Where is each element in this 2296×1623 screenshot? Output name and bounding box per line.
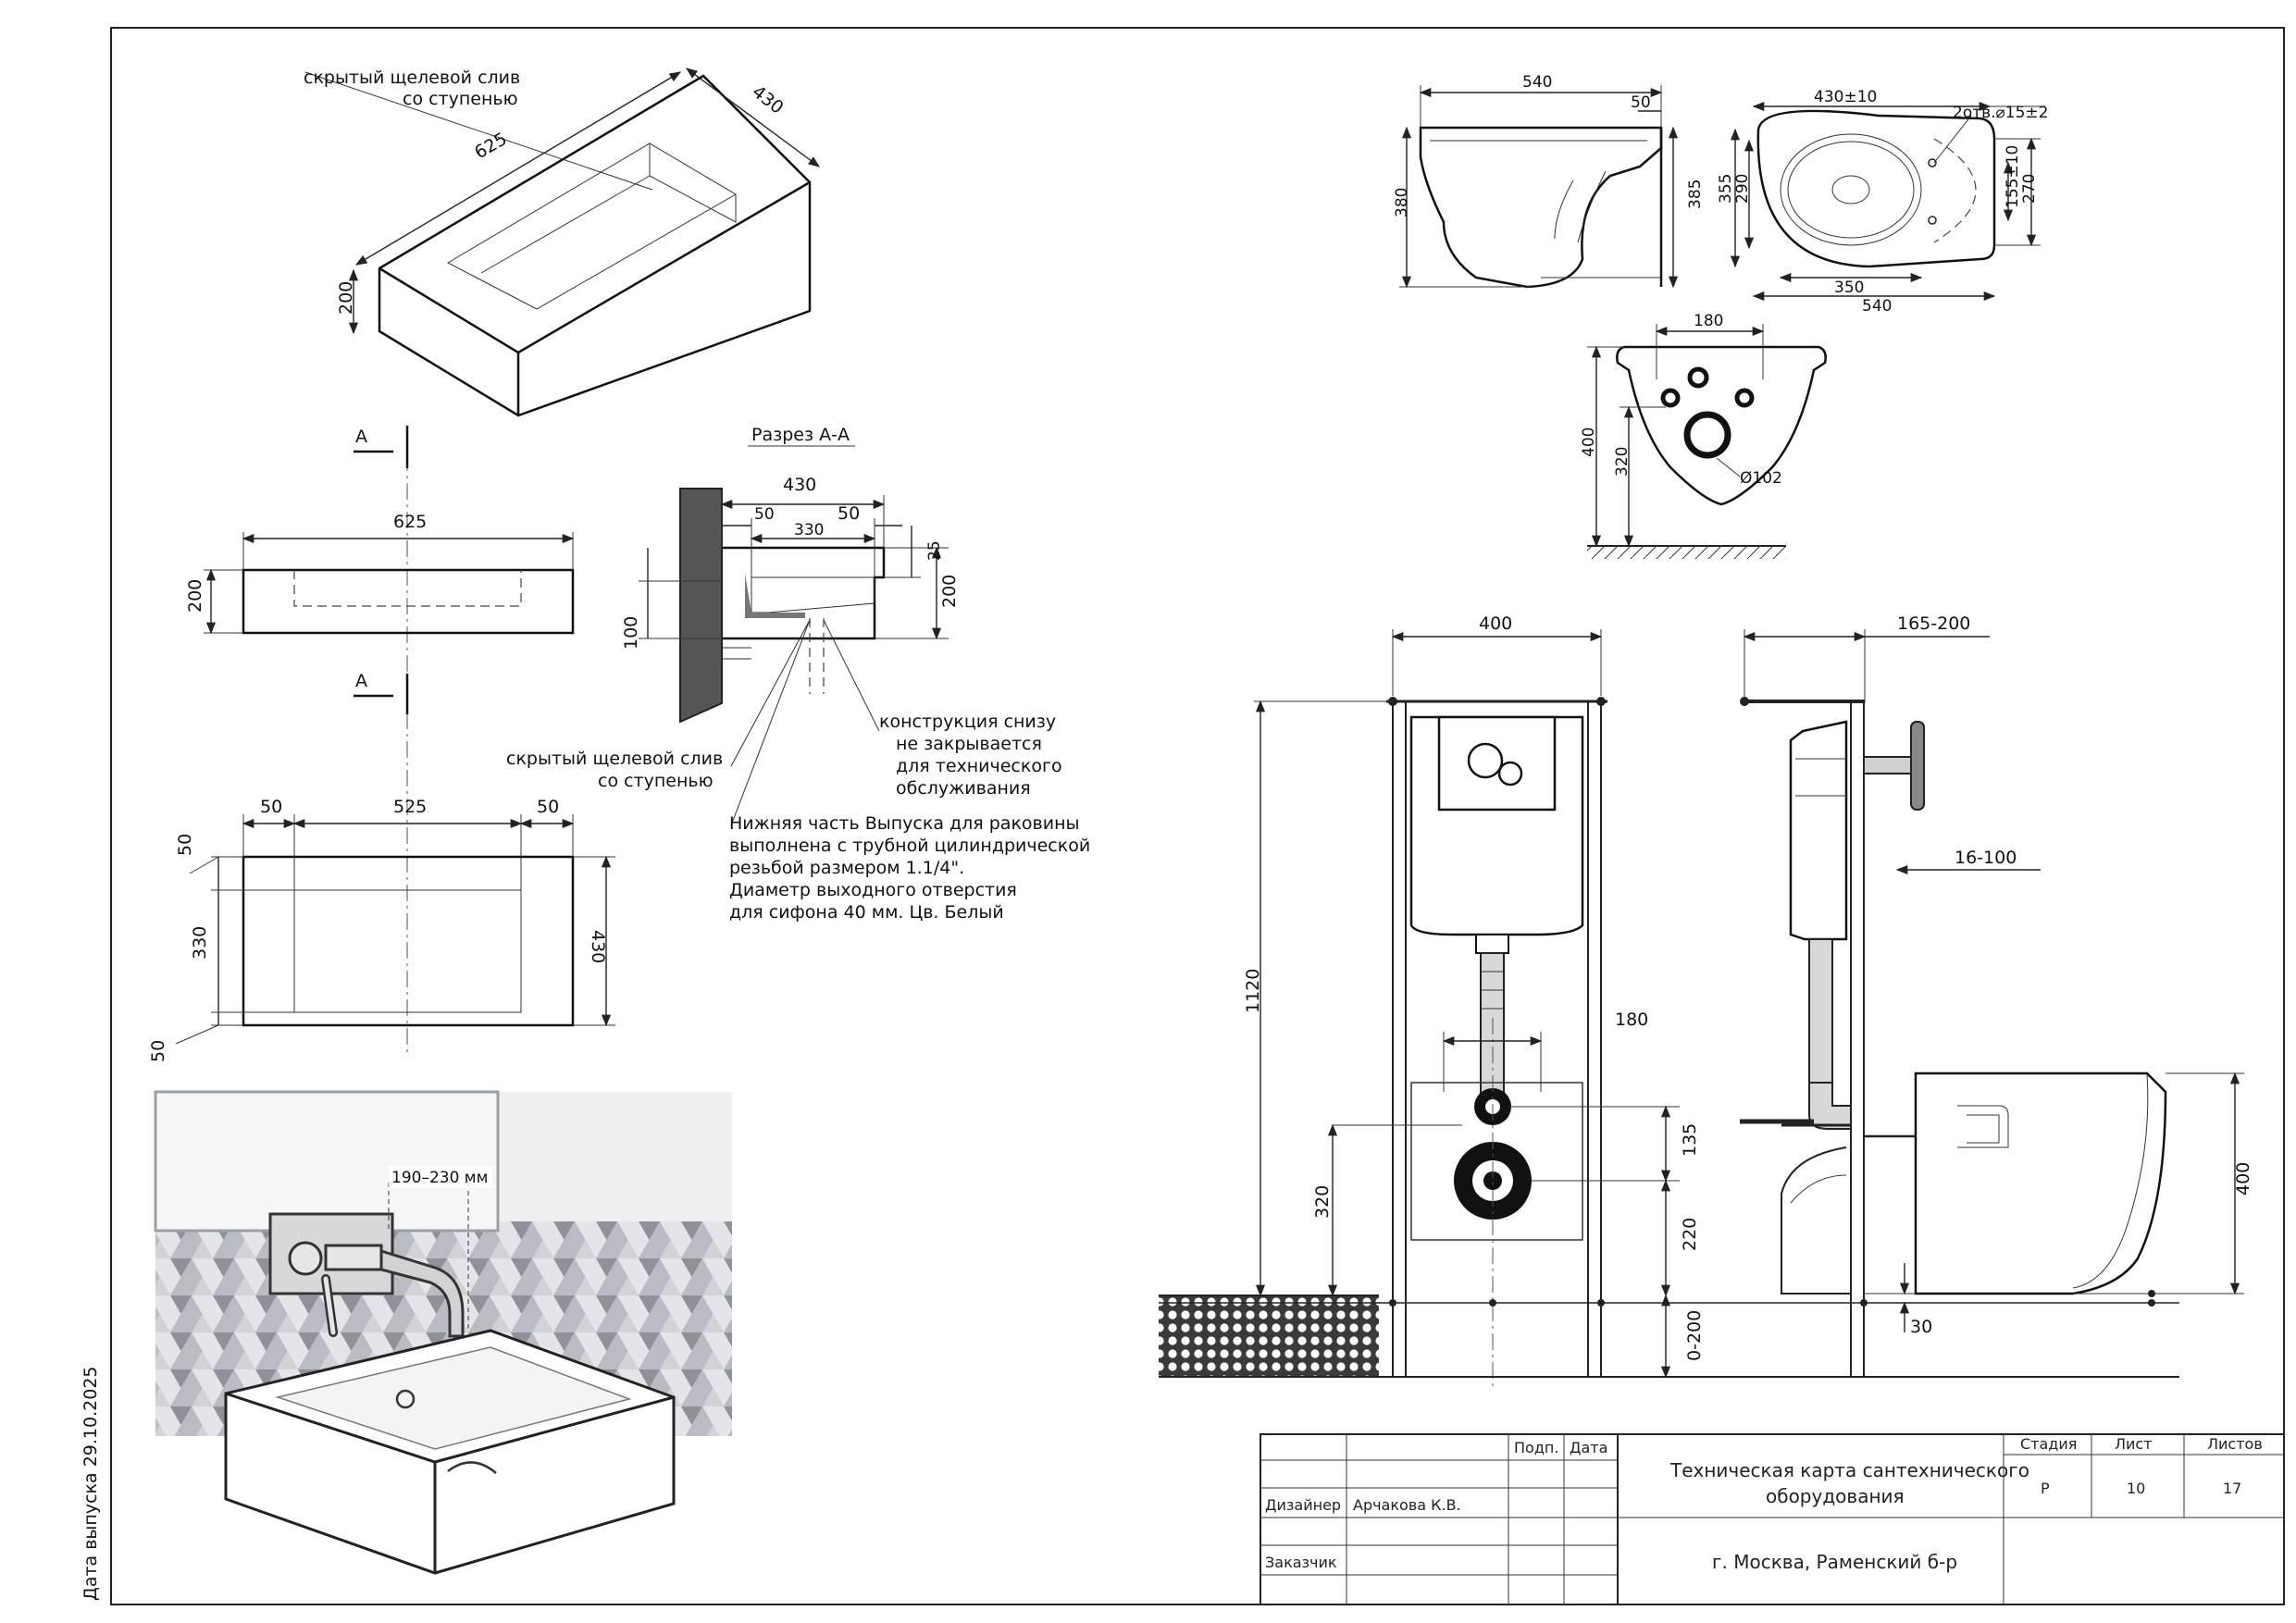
front-dim-width: 625 [393,512,427,532]
tb-sheets-value: 17 [2223,1480,2241,1497]
tb-sheets-label: Листов [2207,1435,2263,1453]
section-dim-right: 50 [838,503,860,524]
note-outlet-2: выполнена с трубной цилиндрической [729,836,1090,856]
note-bottom-4: обслуживания [896,778,1031,799]
tb-col-date: Дата [1570,1439,1607,1456]
section-dim-wall: 100 [621,616,641,650]
frame-dim-floor: 0-200 [1684,1310,1705,1361]
wc-top-dim-540: 540 [1862,297,1892,316]
note-drain-2: со ступенью [598,771,714,791]
side-dim-30: 30 [1910,1317,1932,1337]
release-date-stamp: Дата выпуска 29.10.2025 [81,1367,101,1602]
iso-drain-note-2: со ступенью [403,89,518,109]
faucet-dim-label: 190–230 мм [391,1169,488,1187]
section-dim-inner: 330 [794,521,824,539]
tb-stage-label: Стадия [2020,1435,2077,1453]
section-mark-a-bottom: А [355,671,367,691]
sink-plan-view: 50 525 50 50 330 50 430 [148,797,615,1062]
wc-back-dim-dia: Ø102 [1740,469,1782,488]
wc-back-dim-400: 400 [1580,427,1598,457]
side-dim-bowl-height: 400 [2233,1162,2253,1196]
plan-dim-bottom: 50 [148,1040,168,1062]
frame-dim-135: 135 [1680,1123,1700,1157]
frame-dim-total-height: 1120 [1243,969,1263,1013]
installation-frame-front: 400 1120 180 320 135 220 0-200 [1159,613,2179,1388]
plan-dim-left: 50 [260,797,282,817]
release-date: Дата выпуска 29.10.2025 [81,1367,101,1602]
plan-dim-inner: 330 [190,926,210,960]
wc-side-dim-height: 380 [1393,188,1411,217]
iso-drain-note-1: скрытый щелевой слив [304,68,520,88]
iso-dim-width: 430 [749,81,788,118]
wc-side-dim-length: 540 [1522,73,1552,92]
tb-designer-label: Дизайнер [1265,1496,1341,1514]
tb-sheet-label: Лист [2115,1435,2153,1453]
frame-dim-320: 320 [1312,1185,1333,1219]
wc-top-view: 430±10 2отв.⌀15±2 355 290 155±10 270 350… [1717,88,2048,316]
sink-isometric-view: скрытый щелевой слив со ступенью 625 430… [304,68,821,417]
note-outlet-4: Диаметр выходного отверстия [729,880,1017,900]
wc-side-dim-back: 50 [1631,93,1651,112]
wc-top-dim-270: 270 [2020,174,2039,204]
note-bottom-1: конструкция снизу [879,712,1056,732]
wc-top-dim-350: 350 [1834,279,1864,297]
side-dim-depth: 165-200 [1897,613,1970,634]
section-dim-height: 200 [939,575,960,608]
note-bottom-2: не закрывается [896,734,1042,754]
tb-col-sign: Подп. [1514,1439,1558,1456]
iso-dim-height: 200 [336,281,356,315]
wc-back-view: 180 400 320 Ø102 [1580,312,1827,559]
section-aa-title: Разрез А-А [751,425,850,445]
wc-back-dim-180: 180 [1694,312,1723,330]
frame-dim-width: 400 [1479,613,1512,634]
wc-side-dim-height2: 385 [1686,180,1705,209]
side-dim-wall: 16-100 [1955,848,2017,868]
wc-top-dim-155: 155±10 [2004,145,2022,208]
wc-side-view: 540 50 380 385 [1393,73,1705,289]
section-mark-a-top: А [355,427,367,447]
section-dim-left: 50 [754,505,775,524]
tb-stage-value: Р [2041,1480,2050,1497]
faucet-illustration: 190–230 мм [154,1090,732,1575]
tb-doc-title-1: Техническая карта сантехнического [1669,1459,2029,1481]
note-outlet-3: резьбой размером 1.1/4". [729,858,964,878]
wc-top-dim-holes: 2отв.⌀15±2 [1953,104,2048,122]
tb-sheet-value: 10 [2127,1480,2145,1497]
section-aa-view: Разрез А-А 430 50 330 50 25 200 100 [506,425,1090,923]
tb-address: г. Москва, Раменский б-р [1712,1551,1957,1573]
tb-designer-name: Арчакова К.В. [1353,1496,1461,1514]
plan-dim-top: 50 [175,834,195,856]
wc-back-dim-320: 320 [1613,447,1632,477]
title-block: Подп. Дата Дизайнер Арчакова К.В. Заказч… [1260,1433,2285,1605]
tb-doc-title-2: оборудования [1766,1485,1905,1507]
plan-dim-mid: 525 [393,797,427,817]
note-outlet-1: Нижняя часть Выпуска для раковины [729,813,1080,834]
wc-top-dim-width: 430±10 [1814,88,1877,106]
section-dim-total: 430 [783,475,816,495]
note-drain-1: скрытый щелевой слив [506,749,723,769]
plan-dim-right: 50 [537,797,559,817]
front-dim-height: 200 [185,579,205,613]
installation-frame-side: 165-200 16-100 400 30 [1740,613,2253,1378]
wc-top-dim-355: 355 [1717,174,1735,204]
note-outlet-5: для сифона 40 мм. Цв. Белый [729,902,1004,923]
sheet-frame [110,27,2285,1605]
iso-dim-length: 625 [471,129,510,163]
section-dim-rim: 25 [925,540,944,561]
sink-front-view: 625 200 [185,512,575,635]
frame-dim-180: 180 [1615,1010,1648,1030]
wc-top-dim-290: 290 [1733,174,1752,204]
frame-dim-220: 220 [1680,1218,1700,1251]
note-bottom-3: для технического [896,756,1062,776]
section-cut-marks: А А [354,426,409,1055]
plan-dim-depth: 430 [588,930,608,963]
tb-customer-label: Заказчик [1265,1554,1337,1571]
